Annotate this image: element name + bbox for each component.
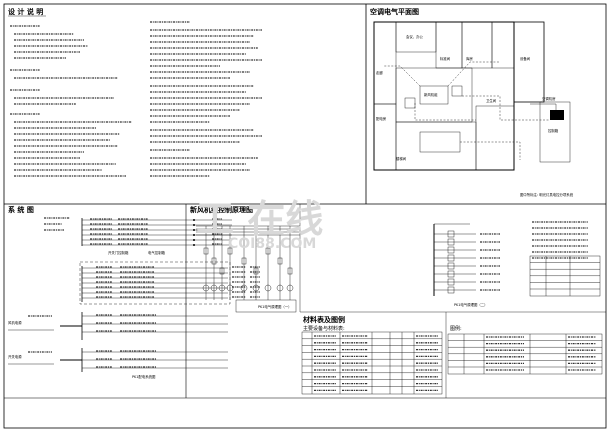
plan-label-room-k: 控制箱 [548,128,559,133]
materials-title: 材料表及图例 [302,315,345,324]
plan-label-room-i: 新风机组 [424,92,438,97]
plan-label-room-f: 卫生间 [486,98,497,103]
design-notes-body [10,21,262,177]
system-title: 系 统 图 [8,205,34,214]
plan-caption: 图中所标注: 明光灯具电控分项系统 [520,192,574,197]
watermark: 工 在线 [196,197,323,241]
system-bottom-label: PK1配电系统图 [132,374,156,379]
materials-subtitle: 主要设备与材料表: [303,325,345,332]
materials-table [301,331,443,395]
plan-label-room-a: 会议、办公 [406,34,424,39]
plan-label-room-h: 楼梯间 [396,156,407,161]
tb1-label: PK1电气原理图（一） [258,304,292,309]
system-box-2: 开关电源 [8,354,22,359]
design-notes-title: 设 计 说 明 [8,7,43,16]
plan-label-room-d: 走廊 [376,70,383,75]
right-control-diagram [433,221,601,297]
legend-title: 图例: [450,325,462,332]
plan-label-room-j: 空调机房 [542,96,556,101]
system-sub-label-1: 开关门控制箱 [108,250,129,255]
plan-label-room-b: 标准间 [440,56,451,61]
plan-label-room-e: 配电房 [376,116,387,121]
plan-label-room-g: 设备间 [520,56,531,61]
system-box-1: 风机电源 [8,320,22,325]
system-diagram: 开关门控制箱 电气控制箱 PK1配电系统图 风机电源 开关电源 [8,217,260,379]
sheet-border [3,3,607,429]
voltage-label: ~380V [196,229,208,233]
fan-control-schematic: ~380V PK1电气原理图（一） PK1电气原理图（二） [196,225,488,313]
watermark-sub: COI88.COM [228,236,316,252]
floor-plan-title: 空调电气平面图 [370,7,419,16]
floor-plan: 会议、办公 标准间 库房 走廊 配电房 卫生间 设备间 楼梯间 新风机组 空调机… [373,21,574,197]
tb2-label: PK1电气原理图（二） [454,302,488,307]
plan-label-room-c: 库房 [466,56,473,61]
legend-table [447,333,603,375]
system-sub-label-2: 电气控制箱 [148,250,166,255]
fan-control-title: 新风机组控制原理图 [190,205,253,214]
